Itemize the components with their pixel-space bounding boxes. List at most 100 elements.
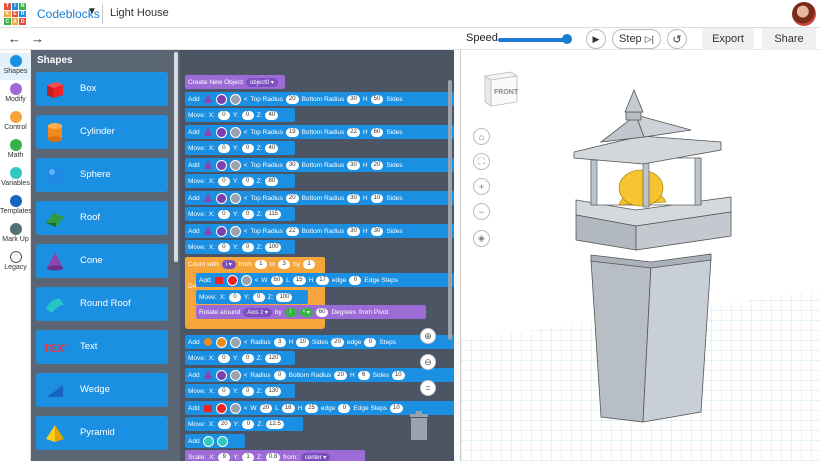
value-field[interactable]: 25	[305, 403, 318, 413]
value-field[interactable]: 20	[285, 94, 299, 104]
value-field[interactable]: 9	[218, 452, 231, 461]
scale-origin-dropdown[interactable]: center ▾	[300, 452, 331, 461]
hole-toggle-icon[interactable]	[229, 159, 241, 171]
value-field[interactable]: 0	[273, 370, 286, 380]
chevron-left-icon[interactable]: <	[243, 338, 248, 346]
value-field[interactable]: 0	[217, 353, 230, 363]
value-field[interactable]: 0	[241, 143, 254, 153]
value-field[interactable]: 0	[338, 403, 351, 413]
value-field[interactable]: 30	[347, 193, 360, 203]
value-field[interactable]: 17	[316, 275, 329, 285]
chevron-left-icon[interactable]: <	[243, 95, 248, 103]
value-field[interactable]: 0	[242, 419, 255, 429]
shape-block-wedge[interactable]: Wedge	[36, 373, 168, 407]
chevron-left-icon[interactable]: <	[243, 371, 248, 379]
color-swatch[interactable]	[215, 192, 227, 204]
chevron-left-icon[interactable]: <	[243, 404, 248, 412]
value-field[interactable]: 19	[285, 127, 299, 137]
shape-block-pyramid[interactable]: Pyramid	[36, 416, 168, 450]
value-field[interactable]: 30	[347, 160, 360, 170]
category-modify[interactable]: Modify	[0, 81, 31, 108]
value-field[interactable]: 3	[273, 337, 286, 347]
value-field[interactable]: 130	[265, 386, 282, 396]
value-field[interactable]: 30	[347, 226, 360, 236]
value-field[interactable]: 10	[296, 337, 309, 347]
perspective-icon[interactable]: ◈	[473, 230, 490, 247]
workspace-scrollbar[interactable]	[448, 80, 452, 340]
color-swatch[interactable]	[215, 336, 227, 348]
color-swatch[interactable]	[202, 435, 214, 447]
value-field[interactable]: 6	[357, 370, 370, 380]
value-field[interactable]: 10	[391, 370, 405, 380]
value-field[interactable]: 0	[217, 110, 230, 120]
loop-do-label[interactable]: Do	[185, 279, 199, 293]
chevron-left-icon[interactable]: <	[243, 128, 248, 136]
hole-toggle-icon[interactable]	[216, 435, 228, 447]
category-control[interactable]: Control	[0, 109, 31, 136]
hole-toggle-icon[interactable]	[240, 274, 252, 286]
loop-var-dropdown[interactable]: i ▾	[221, 259, 236, 269]
value-field[interactable]: 0	[364, 337, 377, 347]
value-field[interactable]: 0	[252, 292, 265, 302]
category-templates[interactable]: Templates	[0, 193, 32, 220]
color-swatch[interactable]	[226, 274, 238, 286]
value-field[interactable]: 20	[217, 419, 231, 429]
color-swatch[interactable]	[215, 369, 227, 381]
caret-down-icon[interactable]: ▼	[87, 6, 97, 17]
view-cube[interactable]: FRONT	[481, 68, 519, 108]
home-view-icon[interactable]: ⌂	[473, 128, 490, 145]
shape-block-cylinder[interactable]: Cylinder	[36, 115, 168, 149]
value-field[interactable]: 0	[241, 242, 254, 252]
value-field[interactable]: 0	[217, 209, 230, 219]
value-field[interactable]: 0	[241, 353, 254, 363]
category-variables[interactable]: Variables	[0, 165, 31, 192]
value-field[interactable]: 1	[254, 259, 267, 269]
zoom-in-view-icon[interactable]: +	[473, 178, 490, 195]
color-swatch[interactable]	[215, 93, 227, 105]
value-field[interactable]: 20	[331, 337, 344, 347]
value-field[interactable]: 10	[389, 403, 403, 413]
value-field[interactable]: 20	[370, 160, 384, 170]
value-field[interactable]: 0	[241, 176, 254, 186]
value-field[interactable]: 20	[334, 370, 347, 380]
category-math[interactable]: Math	[0, 137, 31, 164]
lighthouse-model[interactable]	[573, 88, 732, 423]
value-field[interactable]: 12.5	[266, 419, 284, 429]
chevron-left-icon[interactable]: <	[243, 194, 248, 202]
hole-toggle-icon[interactable]	[229, 402, 241, 414]
value-field[interactable]: 40	[265, 143, 279, 153]
value-field[interactable]: 18	[281, 403, 295, 413]
reset-button[interactable]: ↺	[667, 29, 687, 49]
value-field[interactable]: 0	[217, 242, 230, 252]
redo-arrow-icon[interactable]: →	[31, 31, 44, 46]
value-field[interactable]: 3	[278, 259, 291, 269]
value-field[interactable]: 30	[347, 94, 360, 104]
value-field[interactable]: 40	[265, 110, 279, 120]
hole-toggle-icon[interactable]	[229, 369, 241, 381]
value-field[interactable]: 0	[217, 386, 230, 396]
app-name[interactable]: Codeblocks	[37, 7, 100, 21]
zoom-in-icon[interactable]: ⊕	[420, 328, 436, 344]
axis-dropdown[interactable]: Axis z ▾	[243, 307, 272, 317]
shape-block-roof[interactable]: Roof	[36, 201, 168, 235]
pane-splitter[interactable]	[454, 50, 460, 461]
value-field[interactable]: 100	[265, 242, 282, 252]
undo-arrow-icon[interactable]: ←	[8, 31, 21, 46]
zoom-out-view-icon[interactable]: −	[473, 203, 490, 220]
hole-toggle-icon[interactable]	[229, 93, 241, 105]
